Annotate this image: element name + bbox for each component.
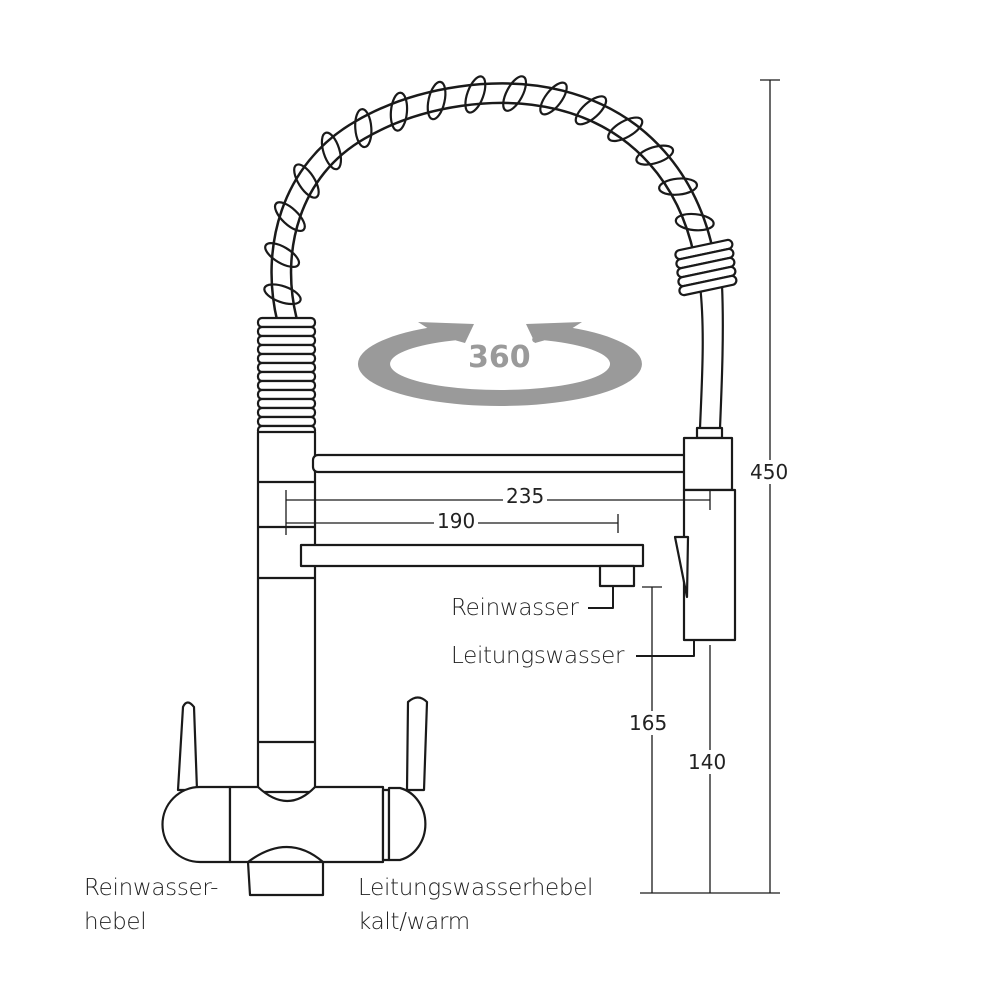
left-lever-line1: Reinwasser- (84, 875, 219, 901)
dim-235: 235 (503, 484, 548, 508)
spring-coil (264, 242, 301, 268)
label-right-lever: Leitungswasserhebel kalt/warm (358, 871, 593, 939)
rotation-label: 360° (468, 334, 540, 375)
right-lever-line1: Leitungswasserhebel (358, 875, 594, 901)
spring-winding (256, 352, 317, 365)
rotation-value: 360 (468, 340, 531, 375)
callout-leaders (588, 587, 695, 657)
dim-450: 450 (747, 460, 792, 484)
rotation-arrow-icon (357, 318, 642, 407)
spring-coils (263, 75, 715, 306)
spring-coil (658, 177, 699, 196)
spring-coil (574, 95, 608, 126)
spring-coil (674, 212, 715, 232)
base-body (161, 696, 429, 897)
spring-hose (263, 75, 716, 323)
spring-coil (426, 80, 447, 121)
left-lever-line2: hebel (84, 909, 147, 935)
spray-head (673, 426, 737, 642)
spring-winding (256, 397, 317, 410)
spray-holder-bar (311, 453, 690, 474)
dim-165: 165 (626, 711, 671, 735)
dim-140: 140 (685, 750, 730, 774)
spring-coil (389, 91, 409, 132)
spring-winding (256, 415, 317, 428)
main-column (256, 430, 317, 794)
spring-coil (502, 75, 528, 112)
spring-winding (256, 406, 317, 419)
spring-winding (256, 361, 317, 374)
spring-winding (256, 388, 317, 401)
rotation-unit: ° (530, 334, 540, 355)
right-lever-line2: kalt/warm (358, 909, 470, 935)
right-coil-stack (674, 238, 738, 297)
spring-coil (464, 75, 487, 114)
spring-coil (293, 163, 320, 199)
spring-coil (635, 144, 675, 166)
label-leitungswasser: Leitungswasser (451, 643, 625, 669)
spring-winding (256, 343, 317, 356)
spout (299, 543, 645, 588)
dim-190: 190 (434, 509, 479, 533)
spring-coil (273, 201, 306, 232)
spring-winding (256, 334, 317, 347)
spring-winding (256, 325, 317, 338)
spring-winding (256, 379, 317, 392)
label-left-lever: Reinwasser- hebel (84, 871, 218, 939)
spring-winding (256, 316, 317, 329)
spring-coil (354, 108, 373, 149)
column-spring-base (256, 316, 317, 437)
spring-coil (539, 81, 568, 116)
spring-winding (256, 370, 317, 383)
spring-coil (320, 131, 343, 171)
label-reinwasser: Reinwasser (451, 595, 579, 621)
spray-hose (698, 284, 724, 429)
spring-coil (607, 116, 644, 143)
spring-coil (263, 283, 302, 306)
